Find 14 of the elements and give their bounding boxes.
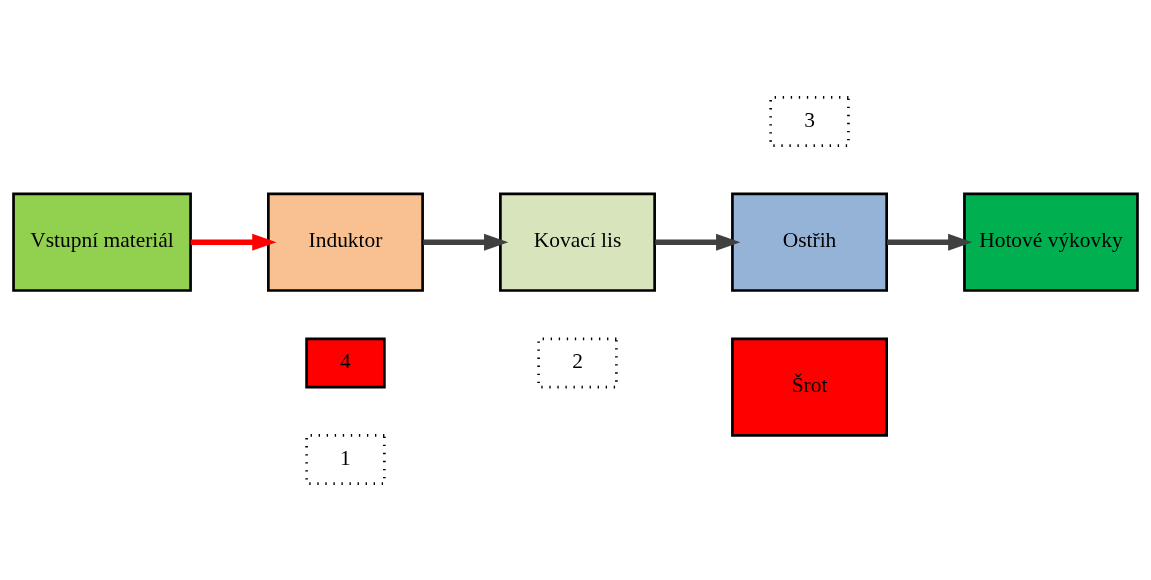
arrow bbox=[655, 233, 741, 251]
node-box: 3 bbox=[769, 95, 850, 147]
node-box: Ostřih bbox=[731, 192, 888, 292]
node-box: 4 bbox=[305, 336, 386, 388]
arrow bbox=[190, 233, 277, 251]
arrow bbox=[423, 233, 509, 251]
node-box: Kovací lis bbox=[499, 192, 656, 292]
node-box: Šrot bbox=[731, 336, 888, 437]
node-box: 2 bbox=[537, 336, 618, 388]
node-box: Hotové výkovky bbox=[963, 192, 1139, 292]
node-box: Induktor bbox=[267, 192, 424, 292]
node-box: Vstupní materiál bbox=[12, 192, 192, 292]
arrow bbox=[887, 233, 973, 251]
node-box: 1 bbox=[305, 433, 386, 485]
